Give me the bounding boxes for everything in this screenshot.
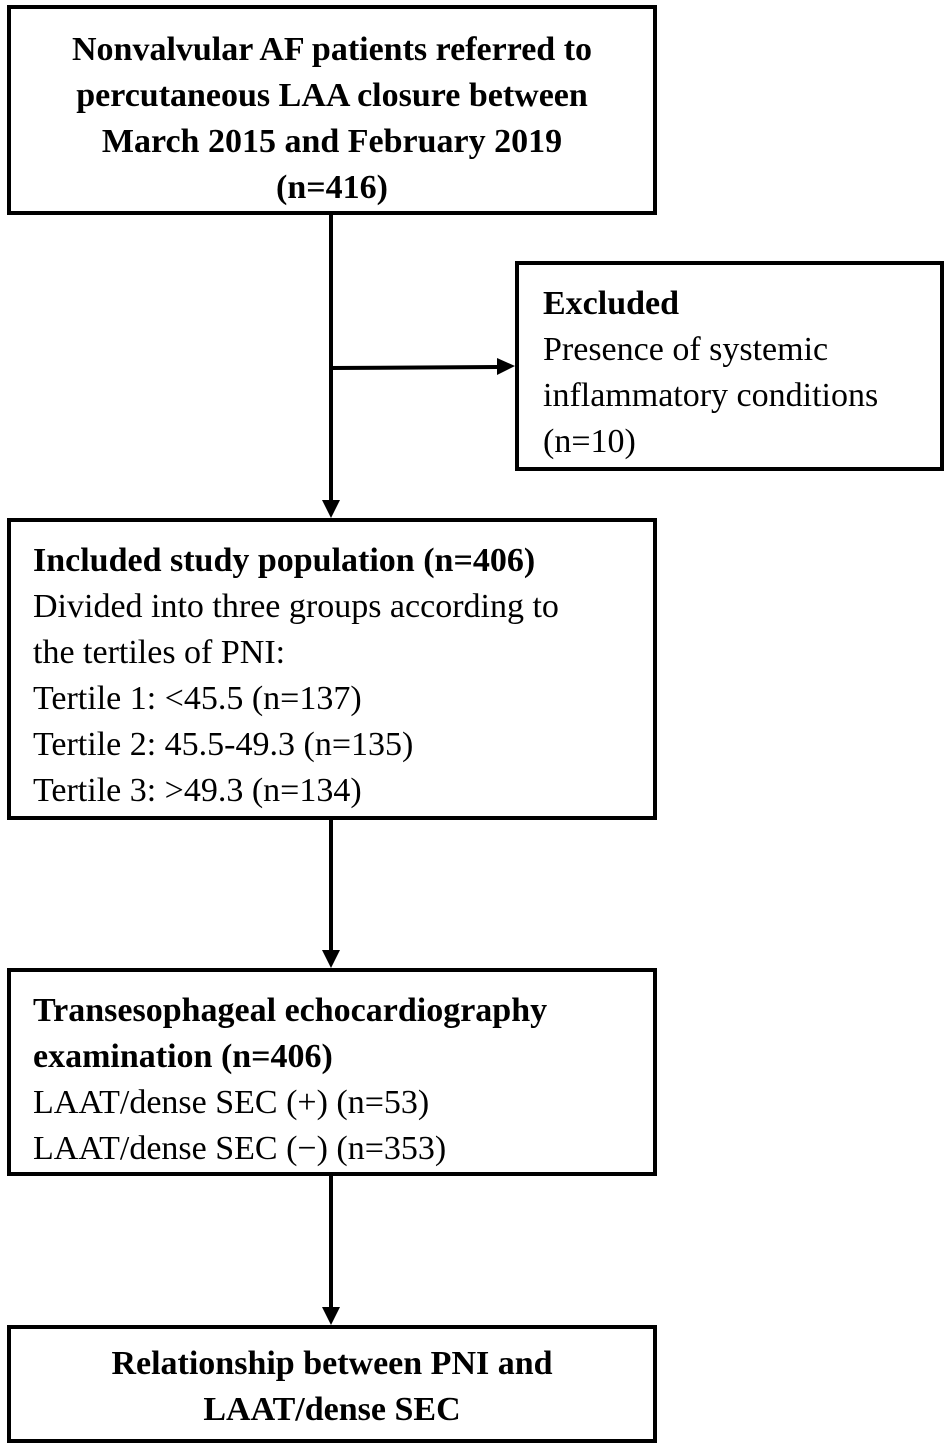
excluded-box: Excluded Presence of systemic inflammato… — [515, 261, 944, 471]
excluded-title: Excluded — [543, 285, 680, 322]
tee-title-line-2: examination (n=406) — [33, 1038, 333, 1075]
tee-title-line-1: Transesophageal echocardiography — [33, 992, 548, 1029]
source-population-box: Nonvalvular AF patients referred to perc… — [7, 5, 657, 215]
tertile-1: Tertile 1: <45.5 (n=137) — [33, 680, 362, 717]
tee-examination-box: Transesophageal echocardiography examina… — [7, 968, 657, 1176]
arrow-to-excluded — [330, 358, 515, 375]
included-title: Included study population (n=406) — [33, 542, 536, 579]
outcome-box: Relationship between PNI and LAAT/dense … — [7, 1325, 657, 1443]
included-desc-line-1: Divided into three groups according to — [33, 588, 559, 625]
excluded-count: (n=10) — [543, 423, 636, 460]
included-desc-line-2: the tertiles of PNI: — [33, 634, 286, 671]
source-line-1: Nonvalvular AF patients referred to — [71, 31, 593, 68]
outcome-line-1: Relationship between PNI and — [111, 1345, 553, 1382]
laat-positive: LAAT/dense SEC (+) (n=53) — [33, 1084, 430, 1121]
source-line-2: percutaneous LAA closure between — [76, 77, 588, 114]
source-count: (n=416) — [276, 169, 388, 206]
tertile-3: Tertile 3: >49.3 (n=134) — [33, 772, 362, 809]
laat-negative: LAAT/dense SEC (−) (n=353) — [33, 1130, 447, 1167]
excluded-reason-line-2: inflammatory conditions — [543, 377, 879, 414]
arrow-source-to-included — [322, 215, 340, 518]
source-line-3: March 2015 and February 2019 — [101, 123, 563, 160]
arrow-included-to-tee — [322, 820, 340, 968]
tertile-2: Tertile 2: 45.5-49.3 (n=135) — [33, 726, 414, 763]
arrow-tee-to-outcome — [322, 1176, 340, 1325]
excluded-reason-line-1: Presence of systemic — [543, 331, 829, 368]
included-population-box: Included study population (n=406) Divide… — [7, 518, 657, 820]
outcome-line-2: LAAT/dense SEC — [203, 1391, 461, 1428]
